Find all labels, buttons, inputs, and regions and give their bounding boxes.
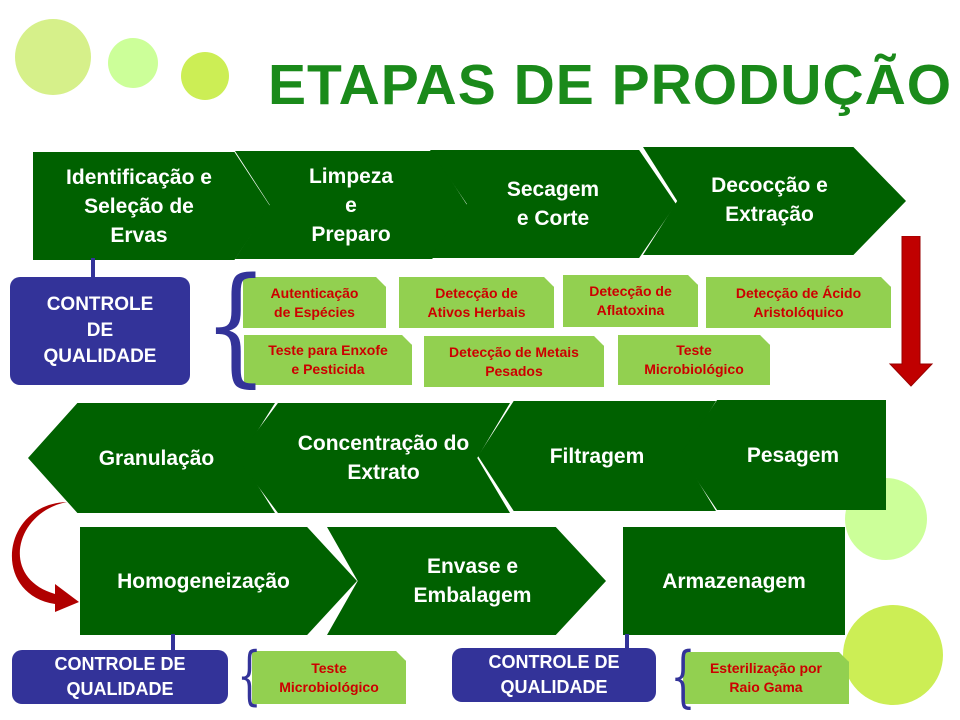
quality-control-box: CONTROLE DE QUALIDADE xyxy=(12,650,228,704)
test-autenticacao: Autenticação de Espécies xyxy=(243,277,386,328)
brace-icon: { xyxy=(203,251,269,400)
step-limpeza: Limpeza e Preparo xyxy=(235,151,467,259)
test-acido-aristoloquico: Detecção de Ácido Aristolóquico xyxy=(706,277,891,328)
step-identificacao: Identificação e Seleção de Ervas xyxy=(33,152,270,260)
test-esterilizacao: Esterilização por Raio Gama xyxy=(683,652,849,704)
test-enxofre-pesticida: Teste para Enxofe e Pesticida xyxy=(244,335,412,385)
brace-icon: { xyxy=(237,639,262,713)
connector-line xyxy=(171,634,175,650)
connector-line xyxy=(625,634,629,648)
step-concentracao: Concentração do Extrato xyxy=(237,403,510,513)
quality-control-box: CONTROLE DE QUALIDADE xyxy=(10,277,190,385)
test-microbiologico: Teste Microbiológico xyxy=(618,335,770,385)
step-granulacao: Granulação xyxy=(28,403,275,513)
decor-circle xyxy=(15,19,91,95)
step-filtragem: Filtragem xyxy=(478,401,716,511)
curved-arrow-icon xyxy=(11,502,79,612)
step-pesagem: Pesagem xyxy=(680,400,886,510)
test-ativos-herbais: Detecção de Ativos Herbais xyxy=(399,277,554,328)
decor-circle xyxy=(108,38,158,88)
step-secagem: Secagem e Corte xyxy=(430,150,676,258)
step-envase: Envase e Embalagem xyxy=(327,527,606,635)
step-armazenagem: Armazenagem xyxy=(623,527,845,635)
step-homogeneizacao: Homogeneização xyxy=(80,527,357,635)
page-title: ETAPAS DE PRODUÇÃO xyxy=(268,53,953,117)
test-microbiologico: Teste Microbiológico xyxy=(252,651,406,704)
brace-icon: { xyxy=(670,638,696,715)
test-aflatoxina: Detecção de Aflatoxina xyxy=(563,275,698,327)
step-decoccao: Decocção e Extração xyxy=(643,147,906,255)
decor-circle xyxy=(843,605,943,705)
quality-control-box: CONTROLE DE QUALIDADE xyxy=(452,648,656,702)
connector-line xyxy=(91,258,95,278)
test-metais-pesados: Detecção de Metais Pesados xyxy=(424,336,604,387)
arrow-down-icon xyxy=(888,236,934,387)
decor-circle xyxy=(181,52,229,100)
